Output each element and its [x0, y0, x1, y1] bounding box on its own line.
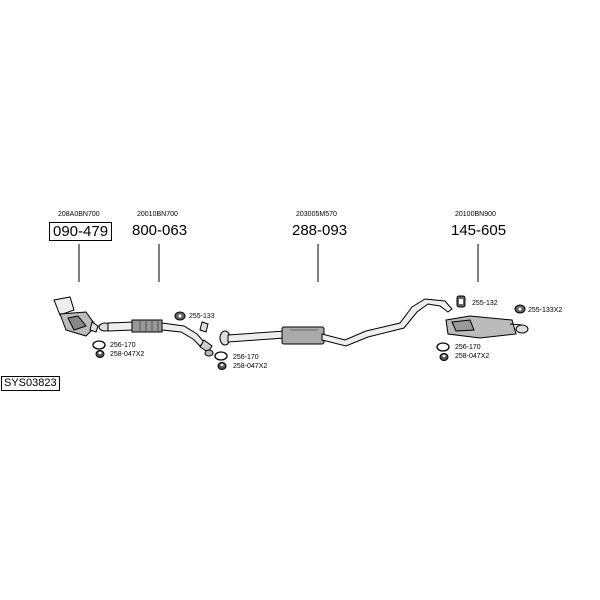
part-number-link-4[interactable]: 145-605 — [451, 222, 507, 239]
gasket-icon-1[interactable] — [92, 340, 106, 350]
nut-icon-3[interactable] — [439, 353, 449, 361]
part-number-link-2[interactable]: 800-063 — [132, 222, 188, 239]
rubber-mount-icon-3[interactable] — [514, 304, 526, 314]
system-id-label: SYS03823 — [1, 376, 60, 391]
rubber-mount-icon-1[interactable] — [174, 311, 186, 321]
nut-icon-2[interactable] — [217, 362, 227, 370]
front-pipe-part[interactable] — [98, 319, 214, 357]
nut-icon-1[interactable] — [95, 350, 105, 358]
oem-number-1: 208A0BN700 — [58, 211, 100, 218]
oem-number-3: 203005M570 — [296, 211, 337, 218]
rear-silencer-part[interactable] — [445, 315, 529, 339]
accessory-label-gasket-1[interactable]: 256-170 — [110, 342, 136, 349]
accessory-label-nut-3[interactable]: 258-047X2 — [455, 353, 490, 360]
accessory-label-nut-2[interactable]: 258-047X2 — [233, 363, 268, 370]
centre-silencer-part[interactable] — [219, 298, 453, 347]
accessory-label-gasket-3[interactable]: 256-170 — [455, 344, 481, 351]
oem-number-4: 20100BN900 — [455, 211, 496, 218]
part-number-link-3[interactable]: 288-093 — [292, 222, 348, 239]
part-number-link-1[interactable]: 090-479 — [49, 222, 113, 241]
gasket-icon-3[interactable] — [436, 342, 450, 352]
accessory-label-mount-2[interactable]: 255-132 — [472, 300, 498, 307]
accessory-label-nut-1[interactable]: 258-047X2 — [110, 351, 145, 358]
accessory-label-mount-3[interactable]: 255-133X2 — [528, 307, 563, 314]
gasket-icon-2[interactable] — [214, 351, 228, 361]
accessory-label-mount-1[interactable]: 255-133 — [189, 313, 215, 320]
rubber-mount-icon-2[interactable] — [456, 295, 466, 308]
oem-number-2: 20010BN700 — [137, 211, 178, 218]
accessory-label-gasket-2[interactable]: 256-170 — [233, 354, 259, 361]
catalytic-converter-part[interactable] — [53, 296, 99, 337]
